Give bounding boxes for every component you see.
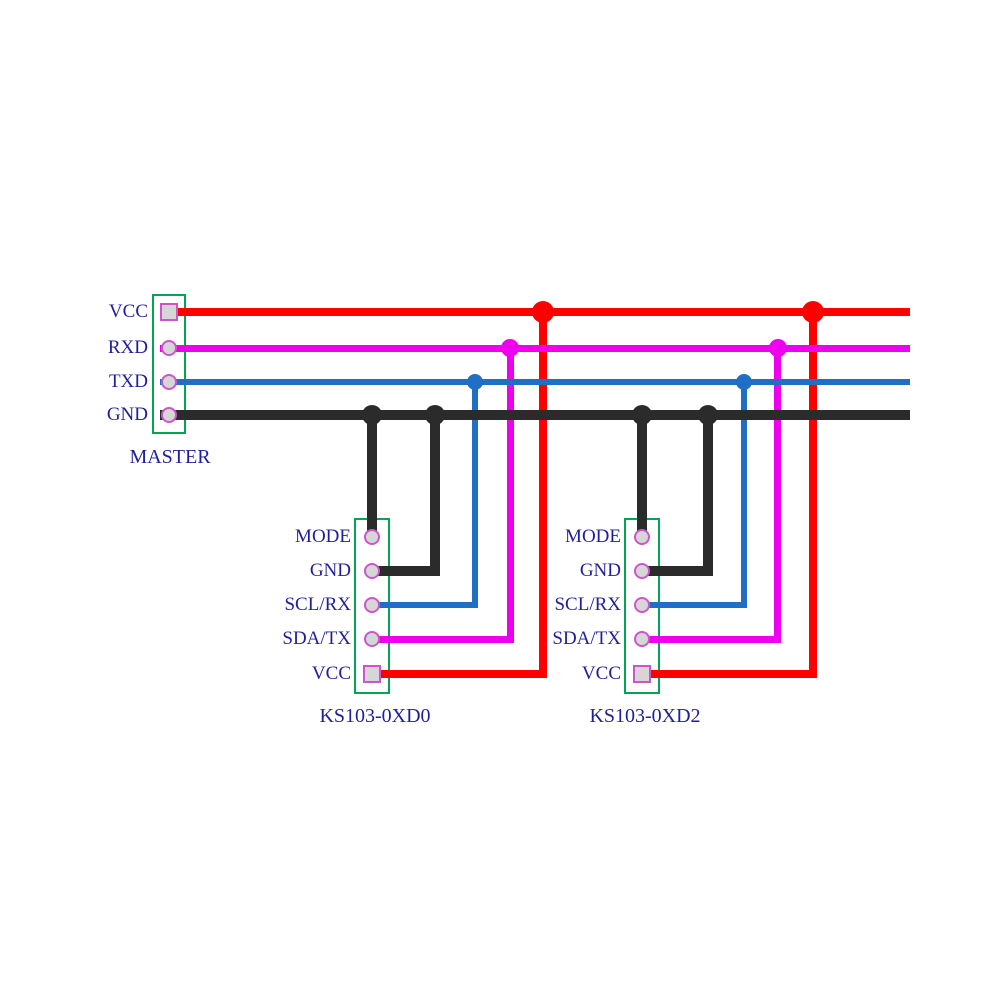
master-pin-label-rxd: RXD (107, 337, 148, 358)
module1-sdatx-wire-vertical (507, 344, 514, 643)
module1-pin-label-sclrx: SCL/RX (284, 594, 351, 615)
junction-dot-gnd-4 (698, 405, 718, 425)
module2-gnd-wire-vertical (703, 410, 713, 576)
module1-pin-vcc (363, 665, 381, 683)
module2-vcc-wire-horizontal (642, 670, 817, 678)
module1-sdatx-wire-horizontal (372, 636, 513, 643)
module2-sdatx-wire-vertical (774, 344, 781, 643)
module1-vcc-wire-vertical (539, 308, 547, 678)
module2-pin-label-vcc: VCC (581, 663, 621, 684)
module2-pin-sdatx (634, 631, 650, 647)
module1-pin-mode (364, 529, 380, 545)
module2-pin-label-gnd: GND (579, 560, 621, 581)
module2-pin-label-sdatx: SDA/TX (552, 628, 621, 649)
module2-pin-sclrx (634, 597, 650, 613)
master-pin-label-vcc: VCC (108, 301, 148, 322)
master-pin-gnd (161, 407, 177, 423)
module2-sclrx-wire-vertical (741, 379, 747, 608)
module1-pin-sclrx (364, 597, 380, 613)
module2-sclrx-wire-horizontal (642, 602, 747, 608)
module1-pin-label-sdatx: SDA/TX (282, 628, 351, 649)
module2-pin-label-sclrx: SCL/RX (554, 594, 621, 615)
junction-dot-gnd-3 (632, 405, 652, 425)
module1-pin-label-mode: MODE (295, 526, 351, 547)
junction-dot-gnd-2 (425, 405, 445, 425)
module1-mode-wire (367, 410, 377, 542)
master-pin-label-gnd: GND (106, 404, 148, 425)
junction-dot-txd-2 (736, 374, 752, 390)
module2-mode-wire (637, 410, 647, 542)
junction-dot-vcc-1 (532, 301, 554, 323)
module2-pin-label-mode: MODE (565, 526, 621, 547)
txd-bus-wire (160, 379, 910, 385)
master-pin-rxd (161, 340, 177, 356)
module1-gnd-wire-vertical (430, 410, 440, 576)
module1-pin-gnd (364, 563, 380, 579)
module1-pin-label-gnd: GND (309, 560, 351, 581)
master-pin-label-txd: TXD (108, 371, 148, 392)
module2-gnd-wire-horizontal (642, 566, 713, 576)
junction-dot-rxd-1 (501, 339, 519, 357)
module1-vcc-wire-horizontal (372, 670, 547, 678)
module2-pin-mode (634, 529, 650, 545)
gnd-bus-wire (160, 410, 910, 420)
module1-sclrx-wire-horizontal (372, 602, 478, 608)
module1-pin-label-vcc: VCC (311, 663, 351, 684)
module2-sdatx-wire-horizontal (642, 636, 781, 643)
module1-label: KS103-0XD0 (319, 705, 431, 727)
module2-vcc-wire-vertical (809, 308, 817, 678)
junction-dot-txd-1 (467, 374, 483, 390)
master-label: MASTER (129, 446, 211, 468)
rxd-bus-wire (160, 345, 910, 352)
junction-dot-gnd-1 (362, 405, 382, 425)
module2-label: KS103-0XD2 (589, 705, 701, 727)
junction-dot-vcc-2 (802, 301, 824, 323)
module2-pin-gnd (634, 563, 650, 579)
master-pin-txd (161, 374, 177, 390)
module1-sclrx-wire-vertical (472, 379, 478, 608)
module1-gnd-wire-horizontal (372, 566, 440, 576)
master-pin-vcc (160, 303, 178, 321)
module1-pin-sdatx (364, 631, 380, 647)
junction-dot-rxd-2 (769, 339, 787, 357)
module2-pin-vcc (633, 665, 651, 683)
